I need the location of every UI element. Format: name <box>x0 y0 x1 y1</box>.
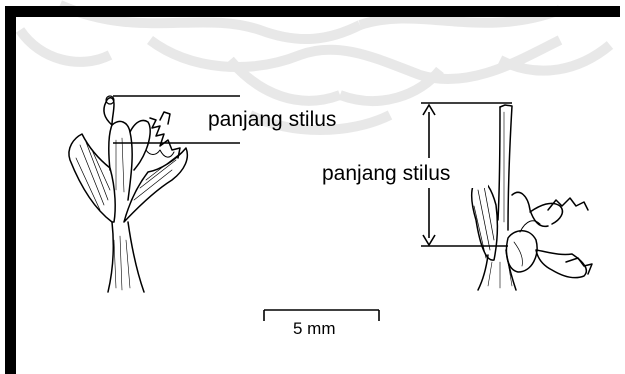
right-style-length-label: panjang stilus <box>322 162 450 185</box>
frame-top-border <box>5 6 620 17</box>
scale-bar-label: 5 mm <box>293 319 336 338</box>
left-style-length-label: panjang stilus <box>208 108 336 131</box>
right-flower-illustration <box>472 105 592 290</box>
frame-left-border <box>5 6 16 374</box>
left-flower-illustration <box>69 96 187 292</box>
